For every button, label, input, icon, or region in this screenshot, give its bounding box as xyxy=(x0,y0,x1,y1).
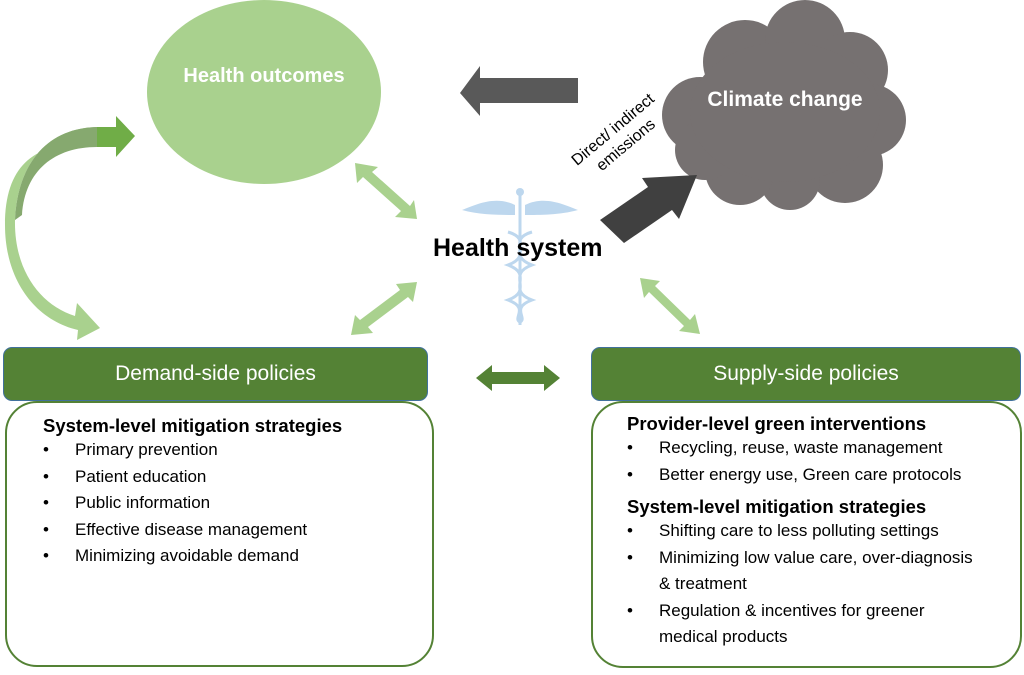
list-item: Minimizing avoidable demand xyxy=(43,543,432,570)
list-item: Recycling, reuse, waste management xyxy=(627,435,1012,462)
feedback-curved-arrow-upper xyxy=(15,127,97,220)
list-item: Effective disease management xyxy=(43,517,432,544)
demand-side-header: Demand-side policies xyxy=(3,347,428,401)
list-item: Regulation & incentives for greener medi… xyxy=(627,598,987,651)
feedback-curved-arrow xyxy=(5,127,100,340)
caduceus-icon xyxy=(462,188,578,325)
emissions-arrow xyxy=(600,175,697,243)
outcomes-system-double-arrow xyxy=(355,163,417,219)
demand-list: Primary prevention Patient education Pub… xyxy=(43,437,432,570)
list-item: Public information xyxy=(43,490,432,517)
supply-list-system: Shifting care to less polluting settings… xyxy=(627,518,987,651)
feedback-arrow-head xyxy=(97,116,135,157)
list-item: Primary prevention xyxy=(43,437,432,464)
climate-change-cloud xyxy=(662,0,906,210)
supply-section-title: System-level mitigation strategies xyxy=(627,496,927,517)
health-outcomes-label: Health outcomes xyxy=(183,65,345,87)
system-supply-double-arrow xyxy=(640,278,700,334)
demand-side-box: System-level mitigation strategies Prima… xyxy=(5,401,434,667)
supply-side-box: Provider-level green interventions Recyc… xyxy=(591,401,1022,668)
list-item: Shifting care to less polluting settings xyxy=(627,518,987,545)
list-item: Better energy use, Green care protocols xyxy=(627,462,1012,489)
demand-system-double-arrow xyxy=(351,282,417,335)
list-item: Minimizing low value care, over-diagnosi… xyxy=(627,545,987,598)
supply-side-header: Supply-side policies xyxy=(591,347,1021,401)
supply-section-title: Provider-level green interventions xyxy=(627,413,927,434)
list-item: Patient education xyxy=(43,464,432,491)
health-outcomes-ellipse xyxy=(147,0,381,184)
demand-section-title: System-level mitigation strategies xyxy=(43,415,343,436)
climate-impact-arrow xyxy=(460,66,578,116)
health-system-label: Health system xyxy=(433,234,603,262)
demand-supply-double-arrow xyxy=(476,365,560,391)
supply-list-provider: Recycling, reuse, waste management Bette… xyxy=(627,435,1012,488)
climate-change-label: Climate change xyxy=(707,88,863,111)
